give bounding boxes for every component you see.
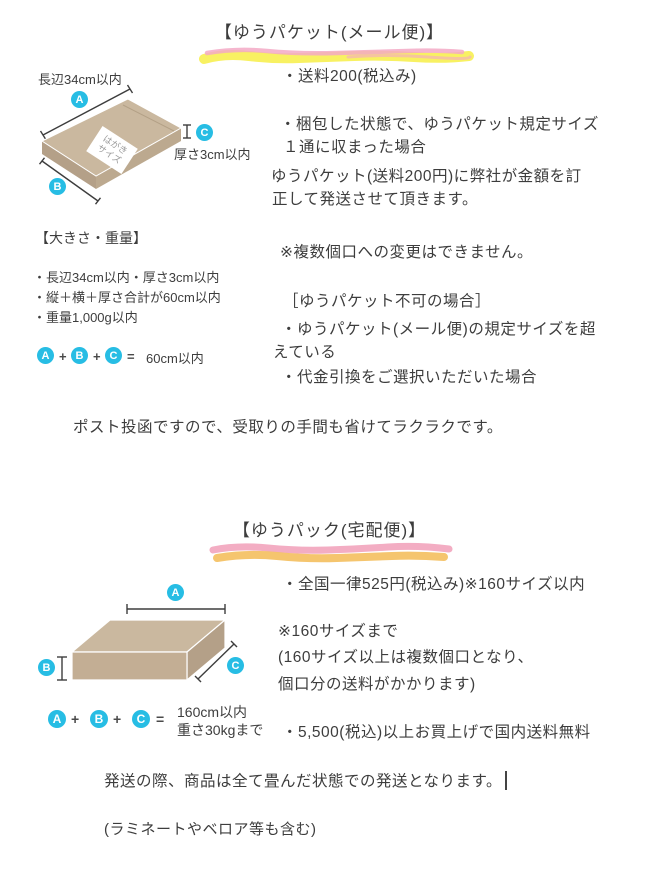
marker-a-badge: A	[71, 91, 88, 108]
size-weight-heading: 【大きさ・重量】	[35, 230, 147, 246]
note-line: ・全国一律525円(税込み)※160サイズ以内	[282, 576, 586, 593]
eq1-marker-b: B	[71, 347, 88, 364]
note-line: 個口分の送料がかかります)	[278, 676, 476, 693]
package-flap-fold	[122, 104, 175, 132]
yupack-box-diagram	[57, 604, 238, 683]
side-a-label: 長辺34cm以内	[38, 72, 122, 87]
highlight-marker-yellow	[199, 47, 474, 64]
eq2-result-line2: 重さ30kgまで	[177, 722, 264, 738]
measure-line-b	[57, 656, 67, 681]
yupack-title: 【ゆうパック(宅配便)】	[232, 521, 427, 540]
eq2-result-line1: 160cm以内	[177, 704, 248, 720]
marker-c-badge: C	[227, 657, 244, 674]
measure-line-a	[126, 604, 226, 614]
footer-note-2: (ラミネートやベロア等も含む)	[104, 821, 317, 838]
eq2-marker-b: B	[90, 710, 108, 728]
thickness-label: 厚さ3cm以内	[174, 147, 251, 162]
note-line: ・送料200(税込み)	[282, 68, 417, 85]
footer-note-1-text: 発送の際、商品は全て畳んだ状態での発送となります。	[104, 773, 502, 790]
box-front	[71, 651, 188, 681]
eq1-plus1: +	[59, 349, 67, 364]
eq1-marker-a: A	[37, 347, 54, 364]
package-side-front	[96, 128, 181, 189]
eq1-plus2: +	[93, 349, 101, 364]
eq2-plus2: +	[113, 711, 122, 727]
note-line: ※複数個口への変更はできません。	[280, 244, 534, 261]
note-line: ・ゆうパケット(メール便)の規定サイズを超	[281, 321, 596, 338]
yupacket-title: 【ゆうパケット(メール便)】	[214, 23, 445, 42]
note-line: ［ゆうパケット不可の場合］	[283, 293, 492, 310]
eq1-result: 60cm以内	[146, 351, 204, 366]
eq2-equals: =	[156, 711, 165, 727]
eq2-marker-a: A	[48, 710, 66, 728]
eq2-plus1: +	[71, 711, 80, 727]
eq2-marker-c: C	[132, 710, 150, 728]
eq1-equals: =	[127, 349, 135, 364]
size-item: ・重量1,000g以内	[33, 310, 138, 325]
size-item: ・縦＋横＋厚さ合計が60cm以内	[33, 290, 221, 305]
measure-line-a	[39, 84, 134, 140]
highlight-marker-pink	[209, 542, 453, 563]
marker-b-badge: B	[49, 178, 66, 195]
footer-note-1: 発送の際、商品は全て畳んだ状態での発送となります。	[104, 768, 507, 796]
text-cursor	[505, 771, 507, 790]
note-line: ・梱包した状態で、ゆうパケット規定サイズ	[280, 116, 599, 133]
eq1-marker-c: C	[105, 347, 122, 364]
yupacket-package-diagram: はがき サイズ	[38, 84, 191, 205]
measure-line-c	[194, 640, 238, 683]
measure-line-c-thickness	[183, 124, 191, 139]
note-line: (160サイズ以上は複数個口となり、	[278, 649, 534, 666]
note-line: １通に収まった場合	[283, 139, 427, 156]
size-item: ・長辺34cm以内・厚さ3cm以内	[33, 270, 220, 285]
measure-line-b	[38, 157, 102, 205]
package-side-left	[42, 141, 96, 189]
post-drop-note: ポスト投函ですので、受取りの手間も省けてラクラクです。	[73, 419, 503, 436]
note-line: 正して発送させて頂きます。	[272, 191, 478, 208]
note-line: ・5,500(税込)以上お買上げで国内送料無料	[282, 724, 591, 741]
note-line: ※160サイズまで	[278, 623, 399, 640]
marker-b-badge: B	[38, 659, 55, 676]
marker-c-badge: C	[196, 124, 213, 141]
marker-a-badge: A	[167, 584, 184, 601]
note-line: えている	[273, 344, 337, 361]
note-line: ・代金引換をご選択いただいた場合	[281, 369, 538, 386]
note-line: ゆうパケット(送料200円)に弊社が金額を訂	[271, 168, 582, 185]
